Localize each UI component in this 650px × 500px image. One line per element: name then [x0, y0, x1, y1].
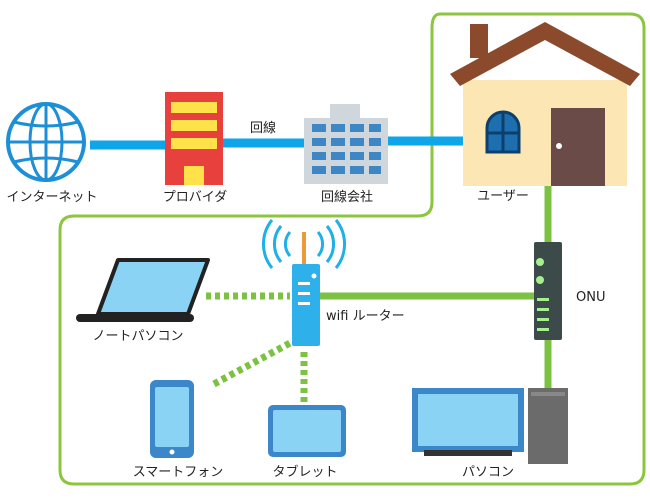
smartphone-icon — [150, 380, 194, 458]
smartphone-label: スマートフォン — [133, 465, 224, 480]
line-label: 回線 — [250, 120, 276, 136]
pc-label: パソコン — [462, 465, 514, 480]
carrier-label: 回線会社 — [321, 189, 373, 205]
router-label: wifi ルーター — [326, 309, 405, 324]
wireless-line-smartphone — [212, 338, 294, 388]
laptop-icon — [76, 258, 210, 322]
home-network-boundary — [58, 12, 646, 486]
wifi-router-icon — [262, 219, 346, 346]
carrier-building-icon — [304, 104, 388, 184]
tablet-icon — [268, 405, 346, 457]
user-label: ユーザー — [477, 189, 529, 204]
laptop-label: ノートパソコン — [92, 329, 183, 344]
onu-label: ONU — [576, 290, 605, 305]
house-icon — [450, 22, 640, 186]
tablet-label: タブレット — [272, 464, 337, 480]
provider-building-icon — [165, 92, 223, 185]
globe-icon — [6, 102, 86, 182]
desktop-pc-icon — [412, 388, 568, 464]
onu-device-icon — [534, 242, 562, 340]
provider-label: プロバイダ — [163, 190, 227, 205]
internet-label: インターネット — [6, 190, 97, 205]
